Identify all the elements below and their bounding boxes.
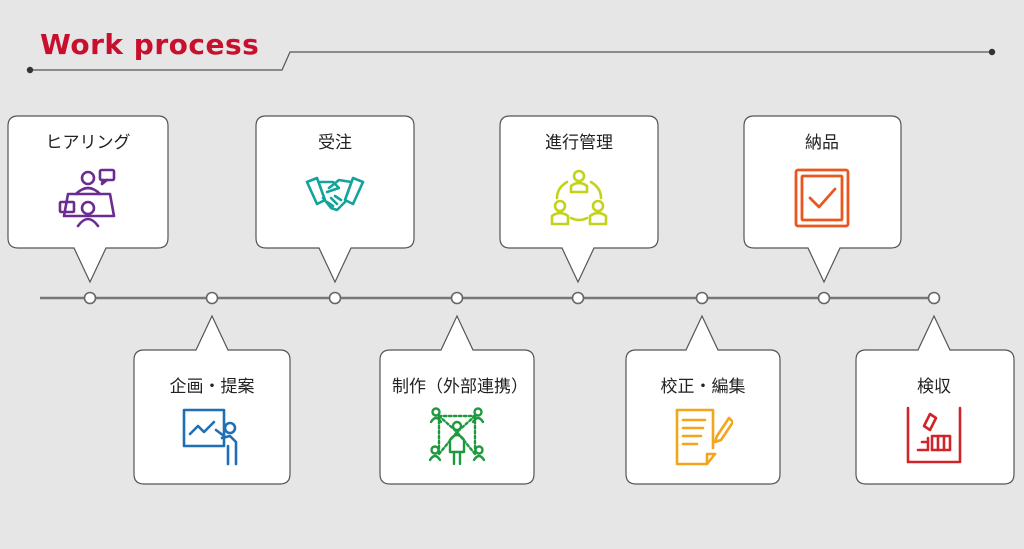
step-label: 受注 bbox=[318, 133, 352, 153]
timeline-node-7 bbox=[817, 291, 831, 305]
timeline-node-3 bbox=[328, 291, 342, 305]
document-edit-icon bbox=[675, 408, 733, 466]
step-label: 納品 bbox=[805, 133, 839, 153]
checkbox-icon bbox=[794, 168, 850, 228]
network-people-icon bbox=[428, 407, 486, 466]
timeline-node-2 bbox=[205, 291, 219, 305]
hearing-meeting-icon bbox=[58, 168, 116, 228]
callout-shape-6 bbox=[625, 314, 781, 485]
callout-shape-1 bbox=[7, 115, 169, 284]
step-ヒアリング: ヒアリング bbox=[23, 116, 153, 248]
step-制作外部連携: 制作（外部連携） bbox=[392, 350, 528, 482]
step-企画提案: 企画・提案 bbox=[147, 350, 277, 482]
timeline-node-4 bbox=[450, 291, 464, 305]
callout-shape-4 bbox=[379, 314, 535, 485]
step-label: 制作（外部連携） bbox=[392, 377, 528, 397]
step-label: 進行管理 bbox=[545, 133, 613, 153]
step-label: 校正・編集 bbox=[660, 377, 746, 397]
step-納品: 納品 bbox=[757, 116, 887, 248]
step-校正編集: 校正・編集 bbox=[638, 350, 768, 482]
step-label: 検収 bbox=[917, 377, 951, 397]
callout-shape-8 bbox=[855, 314, 1015, 485]
timeline-node-5 bbox=[571, 291, 585, 305]
header-rule-start-dot bbox=[26, 66, 34, 74]
page-title: Work process bbox=[40, 28, 260, 61]
callout-shape-5 bbox=[499, 115, 659, 284]
handshake-icon bbox=[305, 176, 365, 212]
step-受注: 受注 bbox=[270, 116, 400, 248]
callout-shape-2 bbox=[133, 314, 291, 485]
timeline-node-8 bbox=[927, 291, 941, 305]
callout-shape-7 bbox=[743, 115, 902, 284]
step-label: 企画・提案 bbox=[169, 377, 255, 397]
timeline-node-1 bbox=[83, 291, 97, 305]
step-進行管理: 進行管理 bbox=[514, 116, 644, 248]
header-rule-end-dot bbox=[988, 48, 996, 56]
callout-shape-3 bbox=[255, 115, 415, 284]
step-label: ヒアリング bbox=[45, 133, 131, 153]
timeline-node-6 bbox=[695, 291, 709, 305]
step-検収: 検収 bbox=[869, 350, 999, 482]
inspection-box-icon bbox=[906, 406, 962, 464]
team-cycle-icon bbox=[550, 169, 608, 226]
header-rule bbox=[30, 51, 992, 71]
presentation-icon bbox=[182, 408, 238, 466]
